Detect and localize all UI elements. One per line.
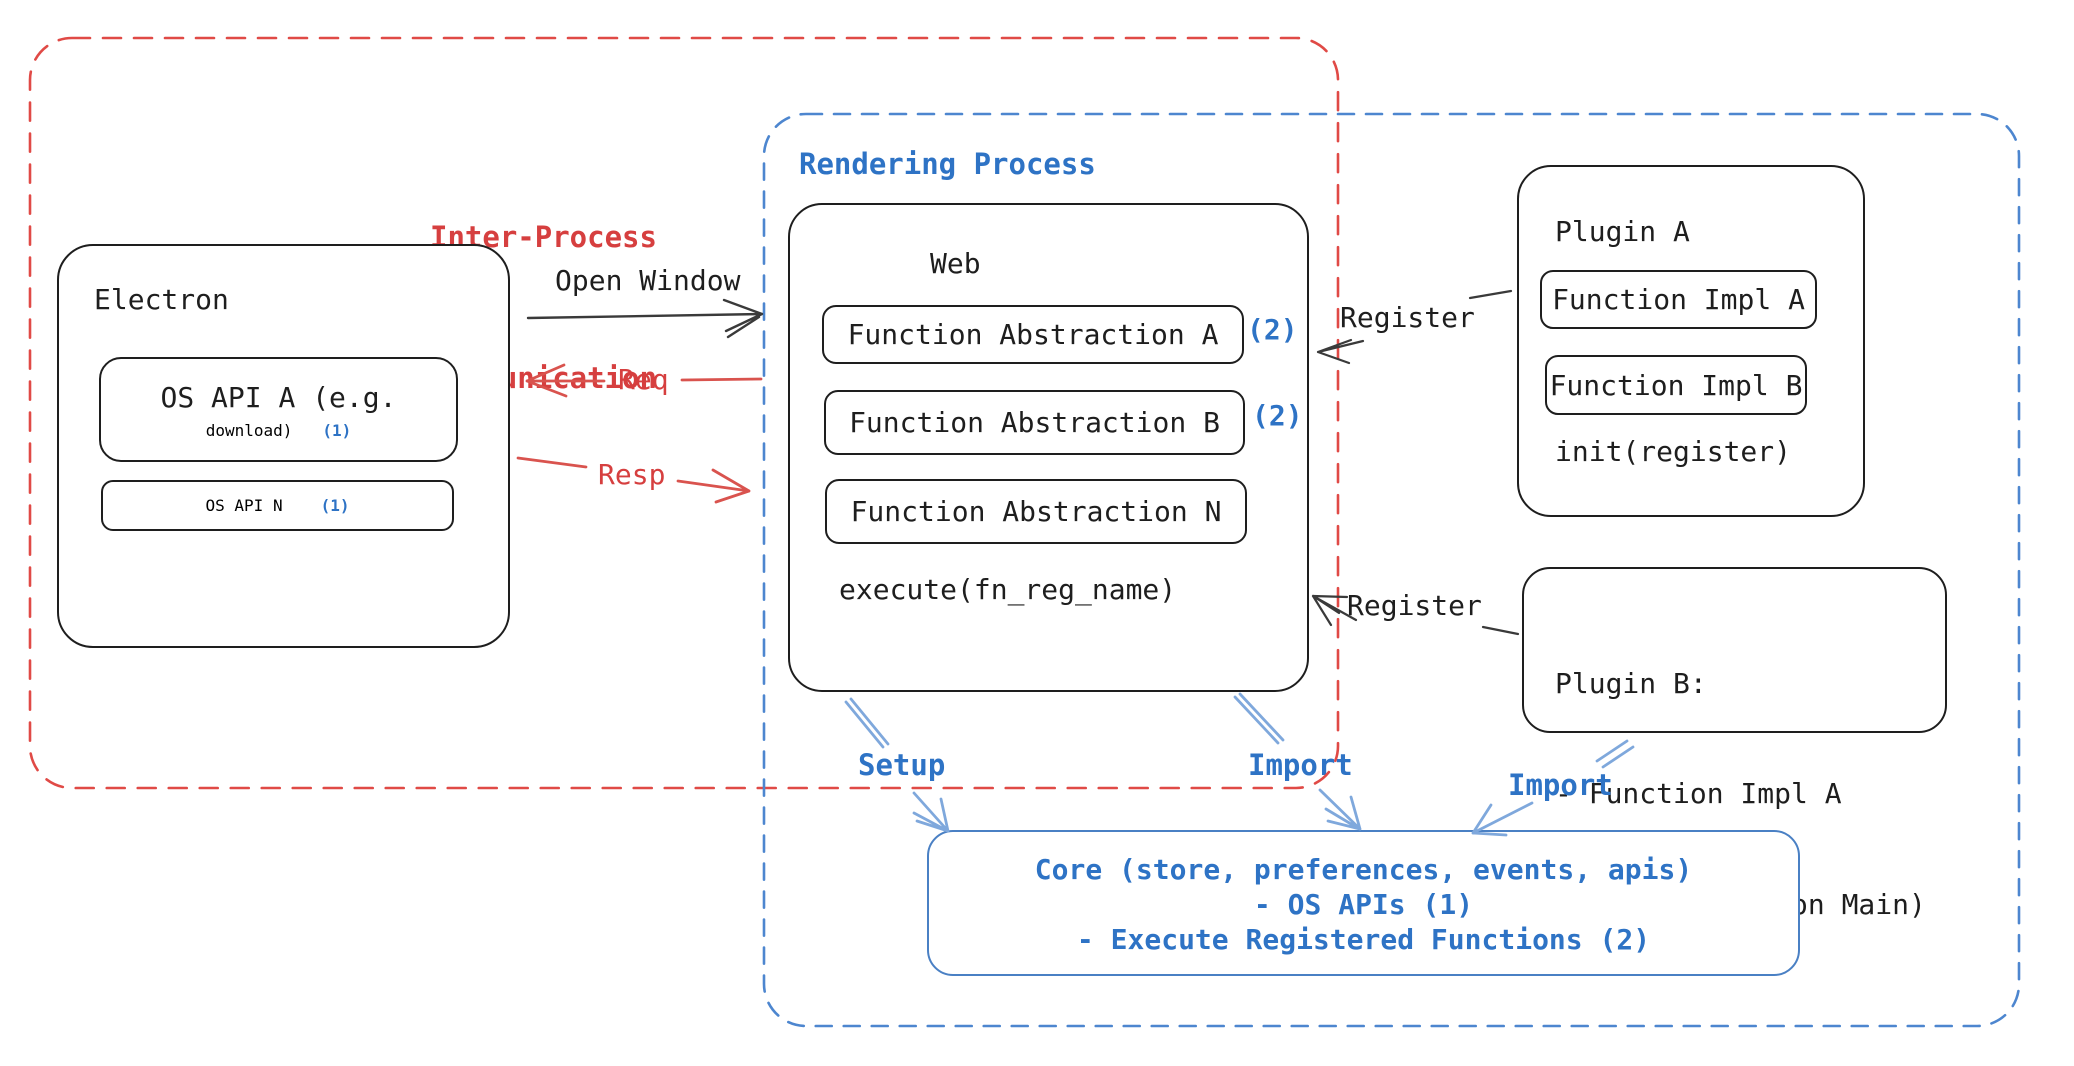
core-box: Core (store, preferences, events, apis) … bbox=[927, 830, 1800, 976]
web-title: Web bbox=[930, 247, 981, 280]
fa-a-badge: (2) bbox=[1247, 313, 1298, 346]
os-api-a-line2-text: download) bbox=[205, 420, 293, 440]
os-api-a-node: OS API A (e.g. download) (1) bbox=[99, 357, 458, 462]
function-impl-b-node: Function Impl B bbox=[1545, 355, 1807, 415]
function-impl-a-node: Function Impl A bbox=[1540, 270, 1817, 329]
plugin-a-init-label: init(register) bbox=[1555, 435, 1792, 468]
setup-label: Setup bbox=[858, 748, 946, 782]
plugin-a-title: Plugin A bbox=[1555, 215, 1690, 248]
os-api-n-label: OS API N bbox=[205, 496, 283, 515]
function-abstraction-a-node: Function Abstraction A bbox=[822, 305, 1244, 364]
import-plugin-label: Import bbox=[1508, 768, 1613, 802]
req-label: Req bbox=[618, 363, 669, 396]
os-api-a-line1: OS API A (e.g. bbox=[160, 380, 397, 414]
core-line2: - OS APIs (1) bbox=[1253, 888, 1474, 921]
register-bottom-label: Register bbox=[1347, 589, 1482, 622]
import-web-label: Import bbox=[1248, 748, 1353, 782]
open-window-label: Open Window bbox=[555, 264, 741, 297]
function-abstraction-b-node: Function Abstraction B bbox=[824, 390, 1245, 455]
electron-title: Electron bbox=[94, 283, 229, 316]
core-line1: Core (store, preferences, events, apis) bbox=[1034, 853, 1693, 886]
plugin-a-box: Plugin A Function Impl A Function Impl B… bbox=[1517, 165, 1865, 517]
plugin-b-title: Plugin B: bbox=[1555, 667, 1707, 701]
os-api-a-line2: download) (1) bbox=[206, 419, 352, 443]
os-api-n-badge: (1) bbox=[320, 496, 350, 515]
core-line3: - Execute Registered Functions (2) bbox=[1076, 923, 1651, 956]
execute-call-label: execute(fn_reg_name) bbox=[839, 573, 1177, 606]
resp-label: Resp bbox=[598, 458, 666, 491]
plugin-b-box: Plugin B: - Function Impl A - Module (ru… bbox=[1522, 567, 1947, 921]
rendering-region-label: Rendering Process bbox=[799, 147, 1096, 181]
electron-box: Electron OS API A (e.g. download) (1) OS… bbox=[57, 244, 510, 648]
fa-b-badge: (2) bbox=[1252, 399, 1303, 432]
web-box: Web Function Abstraction A Function Abst… bbox=[788, 203, 1309, 692]
os-api-a-badge: (1) bbox=[322, 420, 352, 440]
function-abstraction-n-node: Function Abstraction N bbox=[825, 479, 1247, 544]
register-top-label: Register bbox=[1340, 301, 1475, 334]
os-api-n-node: OS API N (1) bbox=[101, 480, 454, 531]
